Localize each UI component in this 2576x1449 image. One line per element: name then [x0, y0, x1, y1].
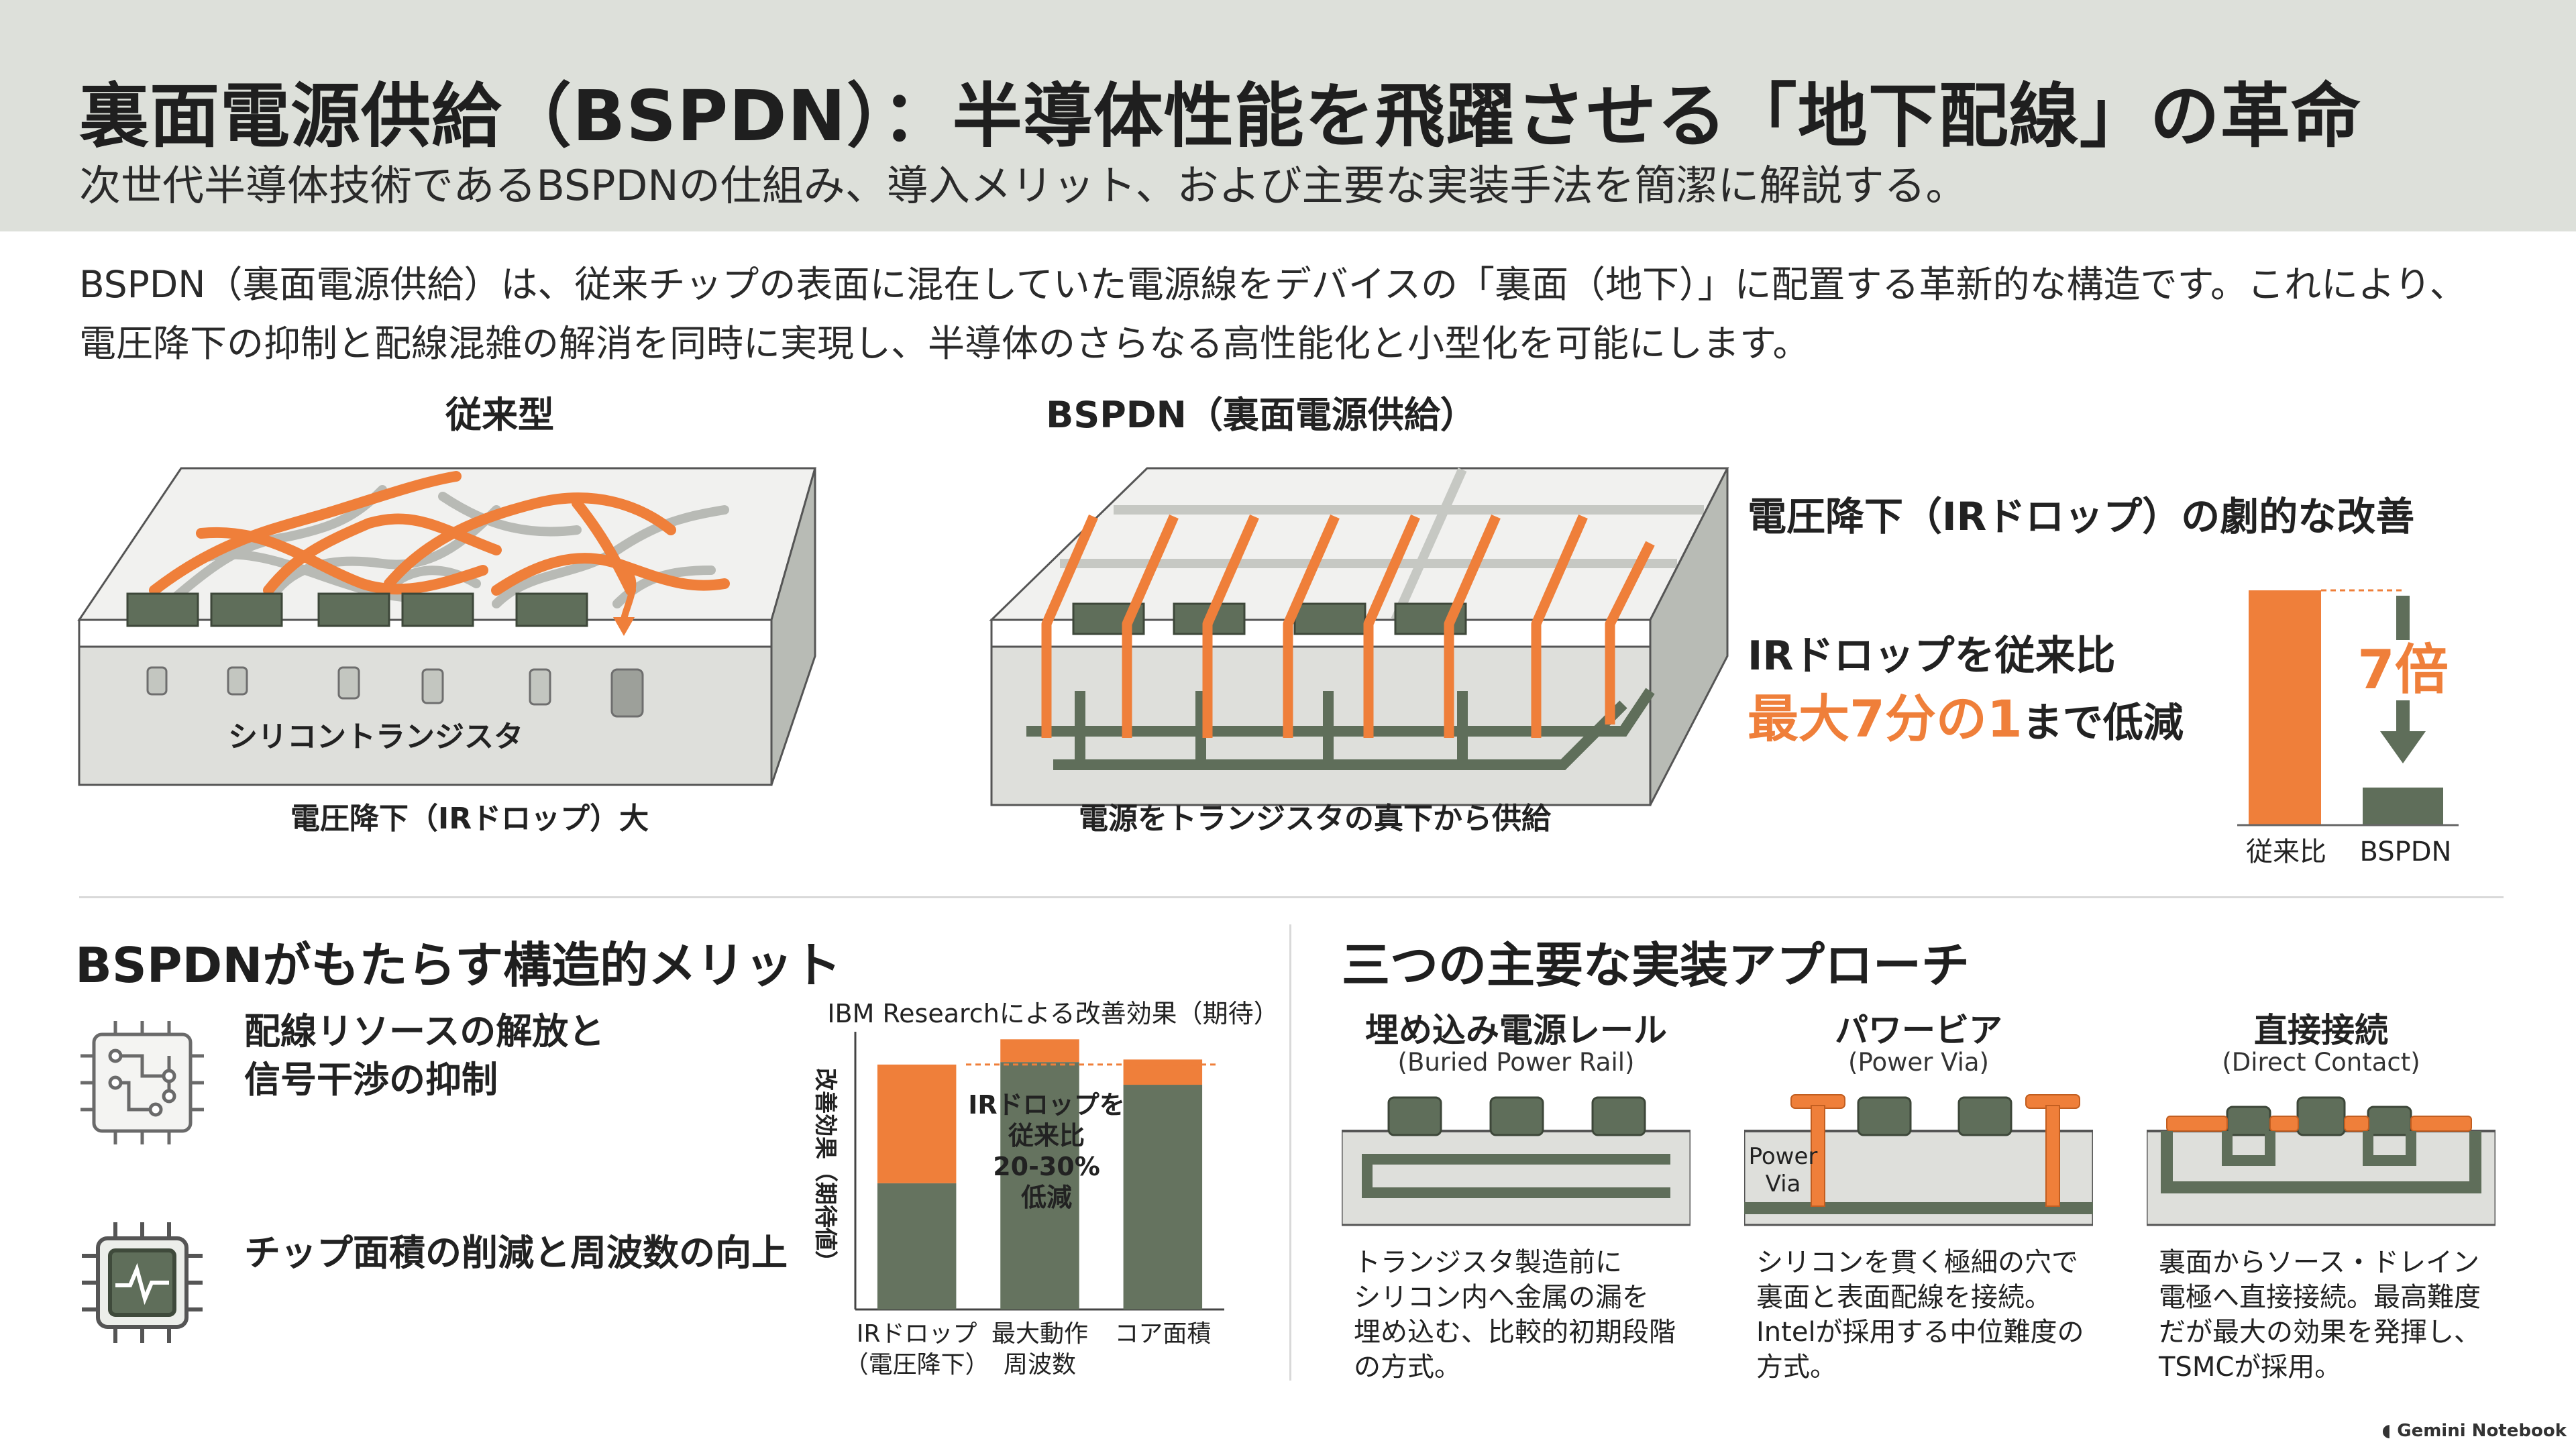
ir-drop-line2-tail: まで低減 [2023, 700, 2184, 747]
chart-bar-1-segment-1 [877, 1183, 957, 1309]
approach-3-desc-line: 電極へ直接接続。最高難度 [2159, 1282, 2481, 1313]
approaches-title: 三つの主要な実装アプローチ [1342, 937, 1970, 994]
approach-2-desc-line: 方式。 [1756, 1352, 1837, 1383]
ir-drop-panel: 電圧降下（IRドロップ）の劇的な改善 IRドロップを従来比 最大7分の1まで低減… [1748, 494, 2459, 865]
approach-2-title: パワービア [1835, 1011, 2002, 1050]
chart-annotation-line: IRドロップを [968, 1090, 1124, 1120]
power-via-label-line1: Power [1749, 1143, 1818, 1170]
chart-category-label: 最大動作 [991, 1320, 1088, 1348]
intro-line-2: 電圧降下の抑制と配線混雑の解消を同時に実現し、半導体のさらなる高性能化と小型化を… [79, 322, 1810, 365]
ir-bar-label-bspdn: BSPDN [2360, 837, 2452, 865]
section-divider [79, 896, 2504, 898]
approach-3-description: 裏面からソース・ドレイン 電極へ直接接続。最高難度 だが最大の効果を発揮し、 T… [2159, 1245, 2481, 1385]
chart-category-label: （電圧降下） [845, 1351, 989, 1379]
bspdn-diagram: BSPDN（裏面電源供給） 電源をトランジスタの真下から供給 [989, 394, 1729, 836]
conventional-diagram: 従来型 シリコントランジスタ [77, 394, 816, 836]
approach-3-title: 直接接続 [2254, 1011, 2388, 1050]
approach-1-description: トランジスタ製造前に シリコン内へ金属の漏を 埋め込む、比較的初期段階 の方式。 [1354, 1245, 1676, 1385]
approach-3-desc-line: 裏面からソース・ドレイン [2159, 1247, 2479, 1278]
column-divider [1289, 924, 1291, 1381]
chart-bar-3-segment-1 [1123, 1085, 1203, 1309]
page-subtitle: 次世代半導体技術であるBSPDNの仕組み、導入メリット、および主要な実装手法を簡… [79, 161, 1968, 210]
bspdn-power-rails [1041, 514, 1655, 738]
conventional-caption: 電圧降下（IRドロップ）大 [290, 802, 649, 836]
chart-title: IBM Researchによる改善効果（期待） [827, 1000, 1265, 1028]
conventional-silicon-layer [78, 645, 773, 786]
ir-bar-conventional [2249, 590, 2321, 825]
bspdn-top-wires [1060, 468, 1704, 622]
approach-1-desc-line: トランジスタ製造前に [1354, 1247, 1622, 1278]
chart-bar-2-segment-2 [1000, 1039, 1079, 1063]
merit-1-line1: 配線リソースの解放と [244, 1010, 605, 1053]
ir-bar-label-conventional: 従来比 [2246, 837, 2326, 865]
footer-brand-text: Gemini Notebook [2397, 1421, 2567, 1441]
bspdn-title: BSPDN（裏面電源供給） [1046, 394, 1477, 436]
approach-2-desc-line: 裏面と表面配線を接続。 [1756, 1282, 2051, 1313]
conventional-transistors [126, 592, 588, 627]
approach-2-description: シリコンを貫く極細の穴で 裏面と表面配線を接続。 Intelが採用する中位難度の… [1756, 1245, 2084, 1385]
approach-1-desc-line: シリコン内へ金属の漏を [1354, 1282, 1649, 1313]
approach-1-desc-line: の方式。 [1354, 1352, 1461, 1383]
chart-category-label: IRドロップ [857, 1320, 977, 1348]
conventional-drop-arrow [621, 567, 637, 621]
header-band: 裏面電源供給（BSPDN）：半導体性能を飛躍させる「地下配線」の革命 次世代半導… [0, 0, 2576, 231]
ir-drop-line1: IRドロップを従来比 [1748, 633, 2116, 680]
chart-bar-2-segment-1 [1000, 1062, 1079, 1309]
reduction-arrow-head [2380, 731, 2426, 763]
conventional-title: 従来型 [445, 394, 554, 436]
conventional-silicon-cylinders [146, 666, 644, 718]
conventional-power-wires [149, 471, 730, 596]
approach-1-desc-line: 埋め込む、比較的初期段階 [1354, 1317, 1676, 1348]
approach-3-subtitle: (Direct Contact) [2222, 1048, 2420, 1077]
chart-category-label: コア面積 [1114, 1320, 1211, 1348]
merit-2: チップ面積の削減と周波数の向上 [244, 1229, 788, 1277]
chart-category-label: 周波数 [1004, 1351, 1076, 1379]
ibm-improvement-chart: IBM Researchによる改善効果（期待） 改善効果（期待値） IRドロップ （電… [812, 1000, 1265, 1379]
chart-bar-3-segment-2 [1123, 1059, 1203, 1085]
ir-drop-heading: 電圧降下（IRドロップ）の劇的な改善 [1748, 494, 2414, 539]
approach-2-desc-line: Intelが採用する中位難度の [1756, 1317, 2084, 1348]
ir-drop-line2: 最大7分の1まで低減 [1748, 689, 2184, 749]
merit-1-line2: 信号干渉の抑制 [244, 1059, 498, 1101]
ir-bar-bspdn [2363, 788, 2443, 825]
chart-annotation-line: 20-30% [993, 1152, 1100, 1181]
bspdn-top-face [989, 467, 1729, 621]
approach-2-desc-line: シリコンを貫く極細の穴で [1756, 1247, 2078, 1278]
factor-label-bg [2359, 640, 2447, 700]
chart-ylabel: 改善効果（期待値） [812, 1068, 839, 1273]
conventional-silicon-label: シリコントランジスタ [228, 720, 523, 754]
power-via-diagram: Power Via [1744, 1094, 2093, 1226]
approach-3-desc-line: だが最大の効果を発揮し、 [2159, 1317, 2481, 1348]
approach-2-subtitle: (Power Via) [1848, 1048, 1989, 1077]
approach-1-title: 埋め込み電源レール [1365, 1011, 1667, 1050]
page-title: 裏面電源供給（BSPDN）：半導体性能を飛躍させる「地下配線」の革命 [79, 75, 2361, 157]
chart-annotation-line: 低減 [1021, 1183, 1072, 1212]
pulse-chip-icon [82, 1222, 203, 1343]
conventional-drop-arrow-head [613, 617, 635, 636]
circuit-chip-icon [80, 1021, 204, 1144]
merit-1: 配線リソースの解放と 信号干渉の抑制 [244, 1008, 604, 1104]
chart-annotation-line: 従来比 [1008, 1121, 1085, 1150]
chart-bar-1-segment-2 [877, 1064, 957, 1183]
intro-paragraph: BSPDN（裏面電源供給）は、従来チップの表面に混在していた電源線をデバイスの「… [79, 255, 2521, 373]
bspdn-caption: 電源をトランジスタの真下から供給 [1079, 802, 1552, 836]
intro-line-1: BSPDN（裏面電源供給）は、従来チップの表面に混在していた電源線をデバイスの「… [79, 263, 2467, 306]
ir-drop-highlight: 最大7分の1 [1748, 689, 2023, 749]
factor-label: 7倍 [2357, 639, 2449, 701]
buried-power-rail-diagram [1342, 1096, 1690, 1226]
footer-brand: ◖ Gemini Notebook [2381, 1421, 2567, 1441]
approach-3-desc-line: TSMCが採用。 [2159, 1352, 2342, 1383]
direct-contact-diagram [2147, 1096, 2496, 1226]
approach-1-subtitle: (Buried Power Rail) [1397, 1048, 1635, 1077]
power-via-label-line2: Via [1766, 1171, 1801, 1197]
merits-title: BSPDNがもたらす構造的メリット [75, 937, 842, 994]
merit-2-line1: チップ面積の削減と周波数の向上 [244, 1232, 788, 1274]
bspdn-back-power-grid [1026, 688, 1655, 770]
